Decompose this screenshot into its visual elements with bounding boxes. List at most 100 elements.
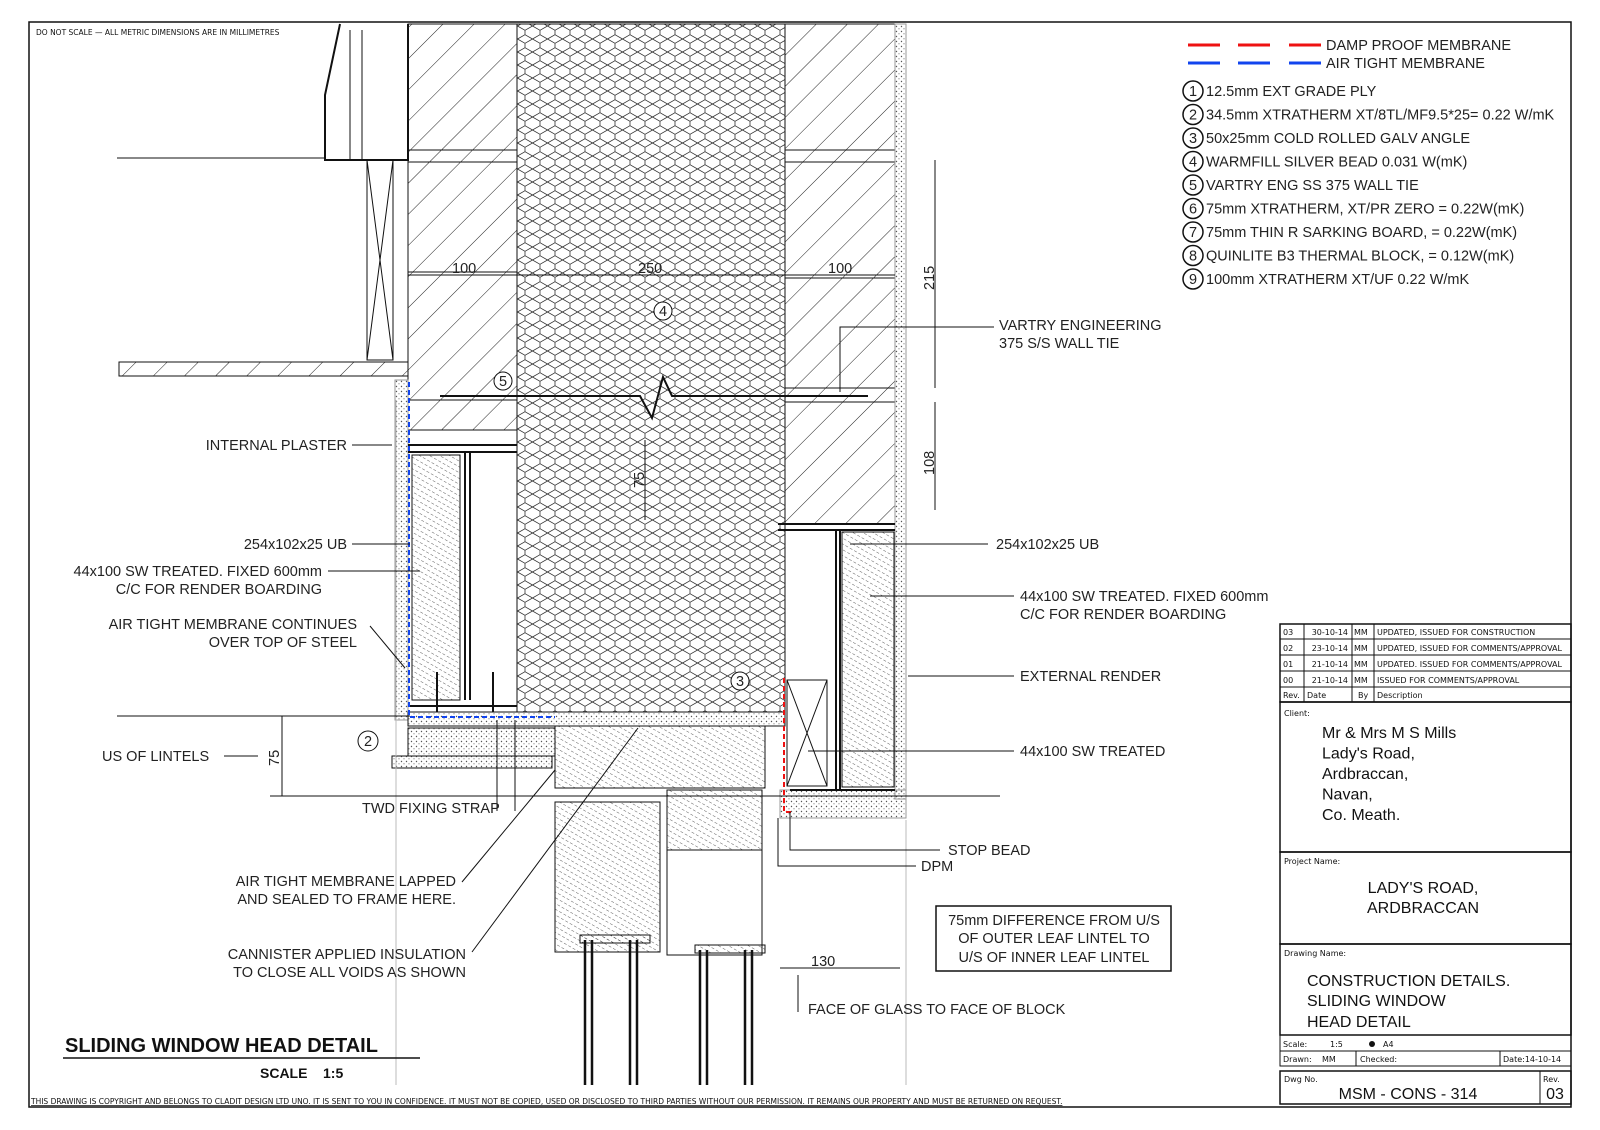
legend-number-circle: [1182, 268, 1204, 290]
client-label: Client:: [1284, 709, 1310, 718]
legend-text: 75mm THIN R SARKING BOARD, = 0.22W(mK): [1206, 225, 1517, 241]
rev-by: MM: [1354, 660, 1368, 669]
dim-inner-leaf: 100: [452, 261, 476, 277]
legend-number: 8: [1189, 249, 1197, 265]
sheet-border: [28, 21, 1572, 1108]
top-note: DO NOT SCALE — ALL METRIC DIMENSIONS ARE…: [36, 28, 280, 37]
dim-75-lintel: 75: [267, 750, 283, 766]
window-frame-left: [554, 801, 661, 953]
leader-lines: [224, 326, 1014, 1012]
rev-description: ISSUED FOR COMMENTS/APPROVAL: [1377, 676, 1520, 685]
note-box: [935, 905, 1172, 972]
copyright-note: THIS DRAWING IS COPYRIGHT AND BELONGS TO…: [30, 1097, 1062, 1106]
legend-number-circle: [1182, 244, 1204, 267]
label-sw-right-1: 44x100 SW TREATED. FIXED 600mm: [1020, 589, 1268, 605]
legend-text: 50x25mm COLD ROLLED GALV ANGLE: [1206, 131, 1470, 147]
drawn-label: Drawn:: [1283, 1055, 1312, 1064]
rev-number: 01: [1283, 660, 1293, 669]
revision-row: 02 23-10-14 MM UPDATED, ISSUED FOR COMMENTS…: [1283, 644, 1563, 653]
dim-215: 215: [922, 266, 938, 290]
legend-number: 1: [1189, 84, 1197, 100]
label-diff-3: U/S OF INNER LEAF LINTEL: [959, 950, 1150, 966]
rev-date: 23-10-14: [1312, 644, 1348, 653]
client-line: Co. Meath.: [1322, 807, 1400, 824]
cavity-insulation: [516, 23, 786, 713]
rev-header-date: Date: [1307, 691, 1326, 700]
legend-number: 3: [1189, 131, 1197, 147]
scale-value: 1:5: [1330, 1040, 1343, 1049]
label-sw-left-2: C/C FOR RENDER BOARDING: [116, 582, 322, 598]
label-ub-right: 254x102x25 UB: [996, 537, 1099, 553]
legend-number: 2: [1189, 108, 1197, 124]
callout-4: 4: [653, 301, 673, 321]
legend-number-circle: [1182, 103, 1204, 126]
inner-lintel: [407, 727, 556, 757]
rev-date: 21-10-14: [1312, 676, 1348, 685]
dim-cavity: 250: [638, 261, 662, 277]
rev-by: MM: [1354, 644, 1368, 653]
legend-number-circle: [1182, 127, 1204, 149]
inner-leaf-block: [407, 23, 518, 401]
rev-by: MM: [1354, 628, 1368, 637]
label-diff-2: OF OUTER LEAF LINTEL TO: [958, 931, 1150, 947]
label-ub-left: 254x102x25 UB: [244, 537, 347, 553]
svg-text:3: 3: [736, 674, 744, 690]
drawing-name-1: CONSTRUCTION DETAILS.: [1307, 973, 1510, 990]
rev-by: MM: [1354, 676, 1368, 685]
legend-text: QUINLITE B3 THERMAL BLOCK, = 0.12W(mK): [1206, 249, 1514, 265]
legend-item: 2 34.5mm XTRATHERM XT/8TL/MF9.5*25= 0.22 …: [1182, 103, 1555, 126]
project-line-2: ARDBRACCAN: [1367, 900, 1479, 917]
dwg-no: MSM - CONS - 314: [1339, 1086, 1478, 1103]
floor-slab: [118, 361, 409, 377]
rev-description: UPDATED, ISSUED FOR COMMENTS/APPROVAL: [1377, 644, 1563, 653]
window-frame-right: [666, 789, 763, 851]
legend-number: 6: [1189, 202, 1197, 218]
legend-number-circle: [1182, 197, 1204, 220]
legend-number-circle: [1182, 221, 1204, 243]
legend-text: 34.5mm XTRATHERM XT/8TL/MF9.5*25= 0.22 W…: [1206, 108, 1555, 124]
legend-item: 4 WARMFILL SILVER BEAD 0.031 W(mK): [1182, 150, 1467, 173]
legend-number-circle: [1182, 150, 1204, 173]
svg-text:4: 4: [659, 304, 667, 320]
sheet-icon: [1369, 1041, 1375, 1047]
label-stop-bead: STOP BEAD: [948, 843, 1030, 859]
rev-number: 02: [1283, 644, 1293, 653]
dwg-no-label: Dwg No.: [1284, 1075, 1318, 1084]
callout-3: 3: [730, 671, 750, 691]
legend-item: 3 50x25mm COLD ROLLED GALV ANGLE: [1182, 127, 1470, 149]
drawing-name-3: HEAD DETAIL: [1307, 1014, 1411, 1031]
label-sw-right-2: C/C FOR RENDER BOARDING: [1020, 607, 1226, 623]
legend-text: 100mm XTRATHERM XT/UF 0.22 W/mK: [1206, 272, 1470, 288]
legend-text: WARMFILL SILVER BEAD 0.031 W(mK): [1206, 155, 1467, 171]
legend-number: 7: [1189, 225, 1197, 241]
label-dpm: DPM: [921, 859, 953, 875]
damp-proof-membrane: [783, 678, 792, 813]
legend: DAMP PROOF MEMBRANE AIR TIGHT MEMBRANE 1…: [1182, 38, 1555, 290]
rev-description: UPDATED. ISSUED FOR COMMENTS/APPROVAL: [1377, 660, 1563, 669]
left-steel-beam: [408, 444, 517, 707]
dim-75-cavity: 75: [632, 472, 648, 488]
label-atm-1: AIR TIGHT MEMBRANE CONTINUES: [109, 617, 357, 633]
right-timber: [841, 531, 895, 788]
callout-2: 2: [357, 730, 379, 752]
legend-number: 4: [1189, 155, 1197, 171]
legend-number: 9: [1189, 272, 1197, 288]
rev-date: 30-10-14: [1312, 628, 1348, 637]
label-lapped-1: AIR TIGHT MEMBRANE LAPPED: [236, 874, 456, 890]
label-face-glass: FACE OF GLASS TO FACE OF BLOCK: [808, 1002, 1066, 1018]
label-lapped-2: AND SEALED TO FRAME HERE.: [237, 892, 456, 908]
left-timber: [411, 454, 461, 701]
scale-label: Scale:: [1283, 1040, 1307, 1049]
project-label: Project Name:: [1284, 857, 1340, 866]
client-line: Ardbraccan,: [1322, 766, 1408, 783]
svg-text:5: 5: [499, 374, 507, 390]
drawing-name-2: SLIDING WINDOW: [1307, 993, 1447, 1010]
client-line: Mr & Mrs M S Mills: [1322, 725, 1456, 742]
label-wall-tie-1: VARTRY ENGINEERING: [999, 318, 1162, 334]
wall-tie: [440, 374, 868, 421]
